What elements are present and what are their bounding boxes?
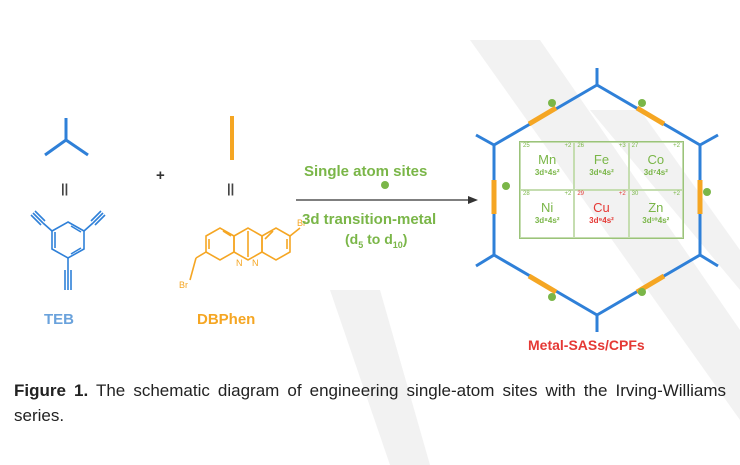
atomic-number: 30	[631, 191, 639, 197]
dbphen-n-left: N	[236, 258, 243, 268]
element-symbol: Cu	[593, 200, 610, 215]
dbphen-n-right: N	[252, 258, 259, 268]
teb-node-icon	[44, 118, 89, 157]
d-electron-range: (d5 to d10)	[345, 231, 408, 250]
atomic-number: 26	[577, 143, 585, 149]
figure-graphics: Br Br N N	[30, 68, 719, 332]
electron-config: 3d⁶4s²	[589, 168, 614, 177]
oxidation-state: +3	[618, 143, 626, 149]
oxidation-state: +2	[673, 143, 680, 149]
dbphen-equals: ||	[227, 181, 235, 196]
periodic-table: 25 +2 Mn 3d⁵4s² 26 +3 Fe 3d⁶4s² 27 +2 Co…	[519, 141, 684, 239]
electron-config: 3d¹⁰4s²	[642, 216, 670, 225]
electron-config: 3d⁵4s²	[534, 168, 560, 177]
atomic-number: 27	[631, 143, 639, 149]
element-cell-fe: 26 +3 Fe 3d⁶4s²	[574, 142, 629, 190]
plus-sign: +	[156, 167, 165, 184]
element-symbol: Co	[647, 152, 665, 167]
element-symbol: Ni	[541, 200, 554, 215]
teb-equals: ||	[61, 181, 69, 196]
dbphen-label: DBPhen	[197, 311, 256, 328]
figure: Br Br N N	[30, 68, 719, 353]
teb-molecule	[30, 210, 106, 290]
dbphen-molecule	[189, 227, 301, 281]
element-symbol: Fe	[593, 152, 610, 167]
atomic-number: 28	[523, 191, 530, 197]
element-symbol: Zn	[648, 200, 664, 215]
teb-label: TEB	[44, 311, 74, 328]
oxidation-state: +2	[564, 191, 572, 197]
atomic-number: 25	[523, 143, 530, 149]
dbphen-br-left: Br	[179, 280, 188, 290]
dbphen-br-right: Br	[297, 218, 306, 228]
reaction-arrowhead	[468, 196, 478, 204]
element-cell-mn: 25 +2 Mn 3d⁵4s²	[520, 142, 575, 190]
single-atom-sites-label: Single atom sites	[304, 163, 428, 180]
element-cell-zn: 30 +2 Zn 3d¹⁰4s²	[628, 190, 683, 238]
atomic-number: 29	[577, 191, 585, 197]
element-cell-co: 27 +2 Co 3d⁷4s²	[628, 142, 683, 190]
figure-caption: Figure 1. The schematic diagram of engin…	[14, 378, 726, 428]
element-cell-ni: 28 +2 Ni 3d⁸4s²	[520, 190, 575, 238]
oxidation-state: +2	[618, 191, 626, 197]
metal-sites	[502, 99, 711, 301]
framework-label: Metal-SASs/CPFs	[528, 337, 645, 353]
oxidation-state: +2	[564, 143, 572, 149]
transition-metal-label: 3d transition-metal	[302, 211, 437, 228]
oxidation-state: +2	[673, 191, 680, 197]
electron-config: 3d⁹4s²	[589, 216, 614, 225]
element-cell-cu: 29 +2 Cu 3d⁹4s²	[574, 190, 629, 238]
electron-config: 3d⁸4s²	[534, 216, 560, 225]
caption-text: The schematic diagram of engineering sin…	[14, 381, 727, 425]
electron-config: 3d⁷4s²	[643, 168, 668, 177]
caption-prefix: Figure 1.	[14, 381, 89, 400]
hexagon-linkers	[491, 105, 703, 295]
single-atom-dot	[381, 181, 389, 189]
element-symbol: Mn	[538, 152, 557, 167]
